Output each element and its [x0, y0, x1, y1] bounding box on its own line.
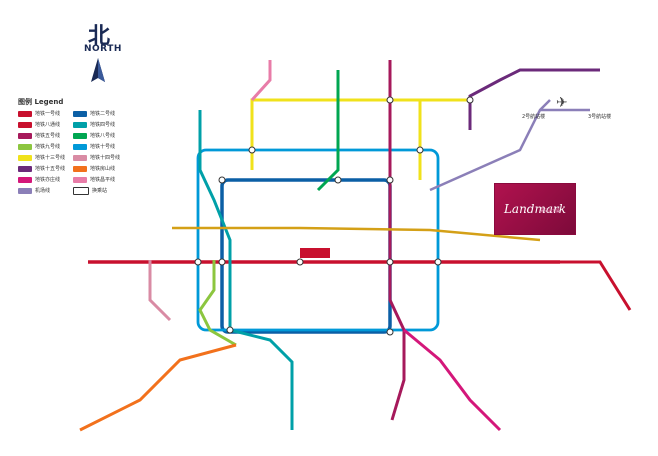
landmark-logo: Landmark: [494, 183, 576, 235]
line4-path: [198, 110, 294, 430]
legend-label: 地铁八通线: [35, 122, 61, 128]
fangshan-path: [79, 343, 237, 432]
landmark-sub: 亮马河大厦: [540, 208, 560, 213]
yizhuang-path: [403, 328, 502, 432]
compass-word: NORTH: [84, 44, 122, 54]
legend-item: 地铁四号线: [73, 121, 124, 128]
legend-title: 图例 Legend: [18, 98, 64, 106]
legend-swatch: [73, 110, 87, 117]
legend-swatch: [18, 143, 32, 150]
legend-label: 地铁二号线: [90, 111, 116, 117]
legend-item: 地铁八通线: [18, 121, 69, 128]
legend-item: 换乘站: [73, 186, 124, 195]
legend-item: 地铁昌平线: [73, 176, 124, 183]
line14-path: [148, 260, 172, 322]
legend-label: 地铁昌平线: [90, 177, 116, 183]
legend-swatch: [18, 176, 32, 183]
legend-item: 地铁十四号线: [73, 154, 124, 161]
legend-swatch: [18, 154, 32, 161]
legend-swatch: [73, 154, 87, 161]
terminal3-label: 3号航站楼: [588, 114, 612, 120]
legend-swatch: [73, 132, 87, 139]
legend-item: 地铁五号线: [18, 132, 69, 139]
legend-swatch: [18, 110, 32, 117]
line8-path: [316, 70, 340, 192]
legend-label: 地铁八号线: [90, 133, 116, 139]
airport-line-path: [429, 99, 590, 192]
legend-swatch: [18, 132, 32, 139]
compass-arrow-icon: [91, 58, 105, 82]
legend-item: 地铁十三号线: [18, 154, 69, 161]
legend-item: 地铁十五号线: [18, 165, 69, 172]
legend-swatch: [73, 143, 87, 150]
line10-loop: [196, 148, 440, 332]
compass-label: 北: [88, 24, 111, 49]
legend-label: 地铁房山线: [90, 166, 116, 172]
legend: 图例 Legend 地铁一号线 地铁二号线地铁八通线 地铁四号线地铁五号线 地铁八号线…: [18, 97, 124, 195]
airport-icon: ✈: [556, 95, 568, 111]
legend-label: 地铁五号线: [35, 133, 61, 139]
legend-label: 地铁十四号线: [90, 155, 121, 161]
legend-label: 地铁十号线: [90, 144, 116, 150]
legend-item: 地铁亦庄线: [18, 176, 69, 183]
line13-path: [250, 98, 422, 180]
legend-item: 机场线: [18, 187, 69, 194]
legend-label: 地铁九号线: [35, 144, 61, 150]
batong-path: [560, 260, 632, 311]
legend-swatch: [73, 165, 87, 172]
legend-label: 地铁十三号线: [35, 155, 66, 161]
legend-grid: 地铁一号线 地铁二号线地铁八通线 地铁四号线地铁五号线 地铁八号线地铁九号线 地铁十号线…: [18, 110, 124, 195]
legend-item: 地铁一号线: [18, 110, 69, 117]
legend-item: 地铁十号线: [73, 143, 124, 150]
interchange-stations: [194, 96, 474, 336]
line5-path: [388, 60, 406, 421]
legend-label: 地铁亦庄线: [35, 177, 61, 183]
legend-item: 地铁房山线: [73, 165, 124, 172]
terminal2-label: 2号航站楼: [522, 114, 546, 120]
line15-path: [468, 68, 600, 130]
changping-path: [250, 60, 272, 102]
legend-swatch: [18, 121, 32, 128]
legend-swatch: [18, 165, 32, 172]
legend-swatch: [73, 176, 87, 183]
legend-label: 换乘站: [92, 188, 108, 194]
legend-item: 地铁九号线: [18, 143, 69, 150]
legend-swatch: [73, 186, 89, 195]
line9-path: [198, 260, 237, 347]
legend-label: 地铁十五号线: [35, 166, 66, 172]
legend-label: 机场线: [35, 188, 51, 194]
legend-item: 地铁八号线: [73, 132, 124, 139]
legend-label: 地铁四号线: [90, 122, 116, 128]
legend-swatch: [73, 121, 87, 128]
legend-swatch: [18, 187, 32, 194]
tiananmen-icon: [300, 248, 330, 258]
legend-item: 地铁二号线: [73, 110, 124, 117]
legend-label: 地铁一号线: [35, 111, 61, 117]
line6-path: [172, 226, 541, 242]
